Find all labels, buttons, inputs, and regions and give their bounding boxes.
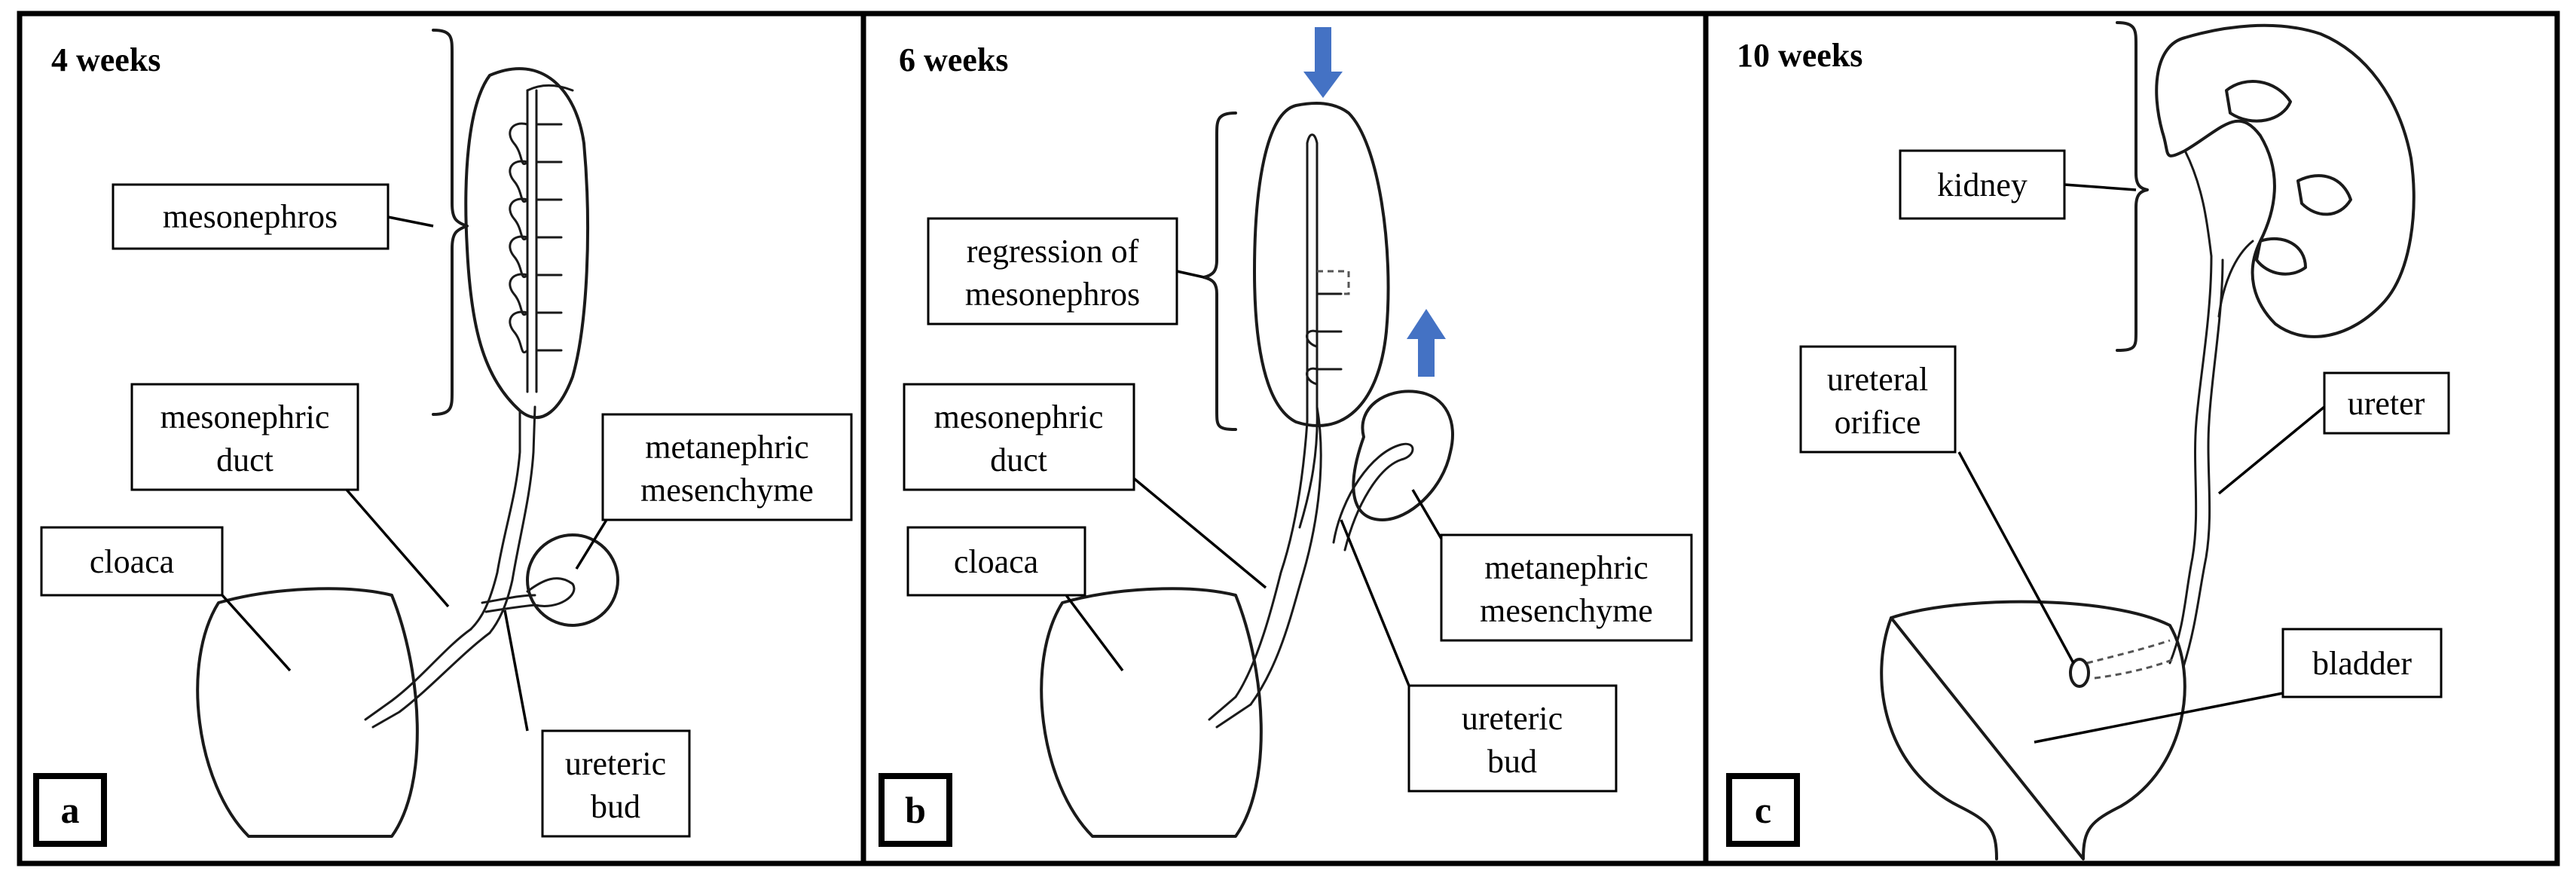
cloaca-shape (196, 587, 419, 838)
panel-a-tag: a (33, 773, 107, 847)
svg-text:mesonephros: mesonephros (965, 276, 1140, 313)
label-mesonephric-duct-b: mesonephric duct (903, 383, 1267, 589)
svg-text:a: a (61, 789, 80, 831)
svg-text:metanephric: metanephric (1484, 549, 1648, 586)
upward-arrow (1407, 309, 1446, 377)
kidney-drawing (2155, 23, 2416, 338)
svg-text:mesonephric: mesonephric (934, 399, 1104, 435)
svg-text:bud: bud (1487, 743, 1537, 780)
panel-b-tag: b (879, 773, 952, 847)
svg-text:kidney: kidney (1937, 167, 2027, 203)
svg-text:mesenchyme: mesenchyme (1480, 592, 1653, 629)
svg-text:mesonephric: mesonephric (160, 399, 330, 435)
svg-text:ureteric: ureteric (565, 745, 666, 782)
label-bladder: bladder (2034, 628, 2443, 744)
svg-text:ureter: ureter (2348, 385, 2425, 422)
svg-text:metanephric: metanephric (645, 429, 808, 466)
mesonephros-drawing (464, 67, 589, 634)
svg-text:duct: duct (216, 442, 273, 478)
svg-text:ureteric: ureteric (1462, 700, 1563, 737)
metanephric-mesenchyme-shape (526, 533, 619, 627)
cloaca-duct-link (364, 628, 491, 729)
svg-text:bud: bud (591, 788, 640, 825)
svg-text:orifice: orifice (1835, 404, 1921, 441)
svg-text:b: b (905, 789, 926, 831)
panel-b: 6 weeks regression of mesonephros (860, 11, 1709, 866)
svg-text:regression of: regression of (967, 233, 1139, 270)
panel-c-title: 10 weeks (1737, 37, 1862, 74)
kidney-bracket (2116, 21, 2149, 352)
cloaca-shape-b (1040, 587, 1263, 838)
panel-c-frame (1703, 11, 2560, 866)
label-mesonephric-duct: mesonephric duct (130, 383, 450, 608)
svg-text:ureteral: ureteral (1827, 361, 1928, 398)
svg-text:duct: duct (990, 442, 1047, 478)
ureteral-orifice-shape (2069, 658, 2090, 688)
label-regression-of-mesonephros: regression of mesonephros (927, 217, 1205, 325)
label-metanephric-mesenchyme: metanephric mesenchyme (575, 413, 853, 570)
label-cloaca-b: cloaca (906, 526, 1124, 672)
svg-text:cloaca: cloaca (954, 543, 1038, 580)
bladder-shape (1880, 600, 2186, 860)
panel-b-title: 6 weeks (899, 41, 1008, 78)
ureteric-bud-shape-b (1332, 442, 1414, 552)
panel-a: 4 weeks mesonephros mesone (17, 11, 866, 866)
panel-a-title: 4 weeks (51, 41, 160, 78)
label-ureteric-bud: ureteric bud (503, 610, 691, 838)
label-metanephric-mesenchyme-b: metanephric mesenchyme (1411, 489, 1693, 642)
downward-arrow (1303, 27, 1343, 98)
svg-text:c: c (1755, 789, 1771, 831)
label-mesonephros: mesonephros (112, 183, 434, 250)
metanephric-mesenchyme-shape-b (1352, 390, 1454, 521)
ureter-shape (2168, 255, 2213, 665)
svg-text:bladder: bladder (2312, 645, 2412, 682)
svg-text:cloaca: cloaca (90, 543, 174, 580)
mesonephros-bracket (432, 29, 469, 416)
label-cloaca: cloaca (40, 526, 292, 672)
label-ureteral-orifice: ureteral orifice (1799, 345, 2075, 664)
svg-text:mesenchyme: mesenchyme (640, 472, 814, 509)
regression-bracket (1202, 112, 1237, 431)
label-ureter: ureter (2217, 371, 2450, 495)
svg-text:mesonephros: mesonephros (163, 198, 338, 235)
panel-c-tag: c (1726, 773, 1800, 847)
panel-c: 10 weeks kidney ureteral orifice (1703, 11, 2560, 866)
label-ureteric-bud-b: ureteric bud (1340, 519, 1618, 793)
label-kidney: kidney (1899, 149, 2137, 220)
